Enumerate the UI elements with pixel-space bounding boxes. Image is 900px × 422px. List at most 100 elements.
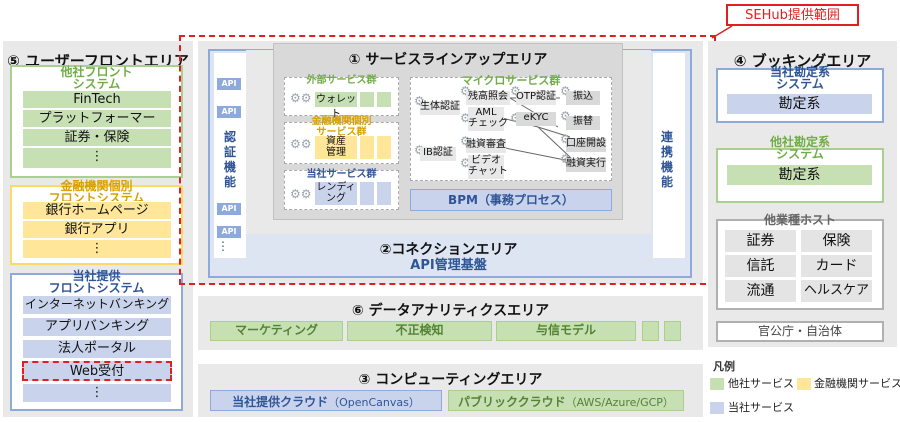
micro-item: 融資審査: [466, 139, 506, 153]
legend-label-own: 当社サービス: [728, 401, 794, 414]
api-badge: API: [217, 226, 241, 238]
auth-function-label: 認 証 機 能: [223, 130, 236, 189]
legend-label-other: 他社サービス: [728, 377, 794, 390]
host-item: ヘルスケア: [801, 280, 872, 302]
other-front-item: プラットフォーマー: [22, 109, 172, 128]
gear-icon: ⚙: [560, 153, 571, 165]
own-services-title: 当社サービス群: [306, 169, 377, 180]
micro-item: 振替: [566, 116, 600, 130]
analytics-item: マーケティング: [210, 321, 343, 341]
micro-item: 生体認証: [420, 101, 460, 115]
gear-icon: ⚙⚙: [290, 187, 312, 201]
link-column: [653, 53, 685, 258]
wallet-item: ウォレット: [314, 91, 358, 120]
own-front-item: 法人ポータル: [22, 339, 172, 359]
public-cloud-label: パブリッククラウド（AWS/Azure/GCP）: [448, 393, 684, 410]
sehub-label: SEHub提供範囲: [726, 4, 859, 26]
api-badge: API: [217, 78, 241, 90]
gear-icon: ⚙: [460, 156, 471, 170]
analytics-slot: [664, 321, 681, 341]
gear-icon: ⚙: [510, 85, 521, 97]
public-cloud-box: [448, 390, 684, 411]
analytics-slot: [642, 321, 659, 341]
host-item: 流通: [725, 280, 796, 302]
own-front-item: ⋮: [22, 383, 172, 403]
service-lineup-title: ① サービスラインアップエリア: [348, 52, 548, 68]
link-function-label: 連 携 機 能: [660, 130, 673, 189]
micro-item: IB認証: [420, 147, 456, 161]
sehub-connector: [711, 25, 733, 39]
own-cloud-box: [210, 390, 442, 411]
other-front-item: FinTech: [22, 90, 172, 109]
analytics-item: 与信モデル: [496, 321, 636, 341]
own-slot: [359, 181, 375, 206]
fi-services-title: 金融機関個別 サービス群: [311, 116, 372, 138]
micro-item: AML チェック: [468, 107, 508, 131]
computing-title: ③ コンピューティングエリア: [358, 372, 543, 388]
gear-icon: ⚙: [414, 144, 425, 156]
api-management-base: API管理基盤: [410, 258, 487, 273]
legend-swatch-own: [710, 402, 724, 414]
micro-item: eKYC: [516, 112, 556, 126]
analytics-title: ⑥ データアナリティクスエリア: [351, 303, 550, 319]
gear-icon: ⚙: [560, 110, 571, 122]
connection-title: ②コネクションエリア: [379, 242, 518, 258]
gear-icon: ⚙: [560, 85, 571, 97]
own-front-item: インターネットバンキング: [22, 295, 172, 315]
micro-item: ビデオ チャット: [468, 155, 508, 179]
gear-icon: ⚙⚙: [290, 137, 312, 151]
lending-item: レンディ ング: [314, 181, 358, 206]
analytics-item: 不正検知: [347, 321, 492, 341]
gear-icon: ⚙: [510, 112, 521, 124]
micro-item: 残高照会: [466, 91, 510, 105]
legend-swatch-fi: [797, 378, 811, 390]
external-services-title: 外部サービス群: [306, 75, 377, 86]
own-cloud-name: 当社提供クラウド: [232, 395, 329, 409]
gear-icon: ⚙: [460, 135, 471, 147]
other-ledger-item: 勘定系: [726, 164, 873, 186]
gear-icon: ⚙: [460, 85, 471, 97]
gear-icon: ⚙: [414, 95, 425, 107]
government-box: 官公庁・自治体: [716, 321, 884, 342]
sehub-boundary: [179, 35, 716, 285]
public-cloud-sub: （AWS/Azure/GCP）: [565, 396, 674, 409]
bpm-bar: BPM（事務プロセス）: [410, 189, 612, 211]
micro-item: 口座開設: [566, 138, 606, 152]
own-ledger-item: 勘定系: [726, 93, 873, 115]
gear-icon: ⚙: [460, 111, 471, 125]
other-ledger-title: 他社勘定系 システム: [769, 135, 830, 161]
fi-slot: [359, 135, 375, 160]
other-front-item: ⋮: [22, 147, 172, 169]
asset-management-item: 資産 管理: [314, 135, 358, 160]
gear-icon: ⚙: [560, 133, 571, 145]
other-front-item: 証券・保険: [22, 128, 172, 147]
api-badge: API: [217, 203, 241, 215]
own-front-title: 当社提供 フロントシステム: [48, 269, 145, 295]
own-slot: [376, 181, 392, 206]
own-ledger-title: 当社勘定系 システム: [769, 65, 830, 91]
own-front-item: アプリバンキング: [22, 317, 172, 337]
gear-icon: ⚙⚙: [290, 91, 312, 105]
legend-label-fi: 金融機関サービス: [814, 377, 900, 390]
host-item: 証券: [725, 230, 796, 252]
booking-title: ④ ブッキングエリア: [733, 52, 872, 70]
own-cloud-label: 当社提供クラウド（OpenCanvas）: [210, 393, 442, 410]
host-item: 信託: [725, 255, 796, 277]
public-cloud-name: パブリッククラウド: [458, 395, 566, 409]
micro-item: 振込: [566, 91, 600, 105]
host-item: カード: [801, 255, 872, 277]
other-front-title: 他社フロント システム: [60, 65, 133, 91]
host-item: 保険: [801, 230, 872, 252]
external-slot: [376, 91, 392, 108]
legend-swatch-other: [710, 378, 724, 390]
micro-item: OTP認証: [516, 91, 556, 105]
external-slot: [359, 91, 375, 108]
api-badge: API: [217, 106, 241, 118]
fi-front-item: 銀行アプリ: [22, 220, 172, 239]
micro-item: 融資実行: [566, 158, 606, 172]
micro-services-title: マイクロサービス群: [461, 74, 561, 87]
fi-front-item: 銀行ホームページ: [22, 201, 172, 220]
legend-title: 凡例: [713, 360, 735, 373]
other-host-title: 他業種ホスト: [763, 213, 836, 227]
web-reception-item: Web受付: [22, 361, 172, 381]
